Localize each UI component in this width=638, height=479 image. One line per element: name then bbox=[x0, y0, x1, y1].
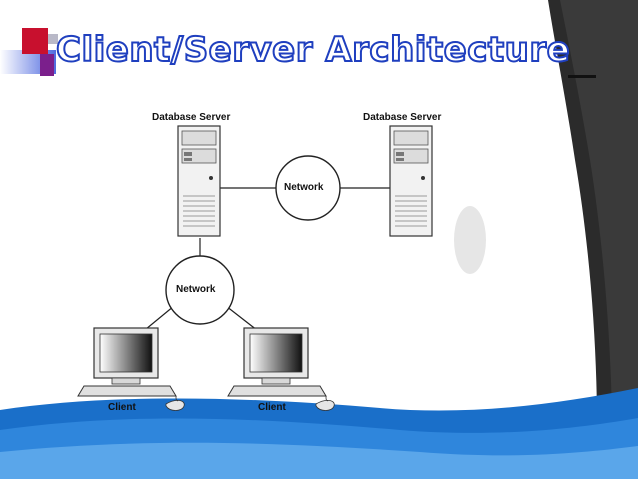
client-right-icon bbox=[227, 327, 335, 411]
accent-square-red bbox=[22, 28, 48, 54]
client-left-label: Client bbox=[108, 402, 136, 413]
client-right-label: Client bbox=[258, 402, 286, 413]
accent-square-purple bbox=[40, 54, 54, 76]
network-top-label: Network bbox=[284, 182, 324, 193]
network-bottom-label: Network bbox=[176, 284, 216, 295]
network-top-node bbox=[275, 155, 341, 221]
client-left-icon bbox=[77, 327, 185, 411]
server-right-label: Database Server bbox=[363, 112, 442, 123]
server-left-label: Database Server bbox=[152, 112, 231, 123]
accent-square-gray bbox=[48, 34, 58, 44]
server-left-icon bbox=[177, 125, 221, 237]
server-right-icon bbox=[389, 125, 433, 237]
slide-title: Client/Server Architecture bbox=[55, 29, 571, 71]
network-bottom-node bbox=[165, 255, 235, 325]
title-underline bbox=[568, 75, 596, 78]
